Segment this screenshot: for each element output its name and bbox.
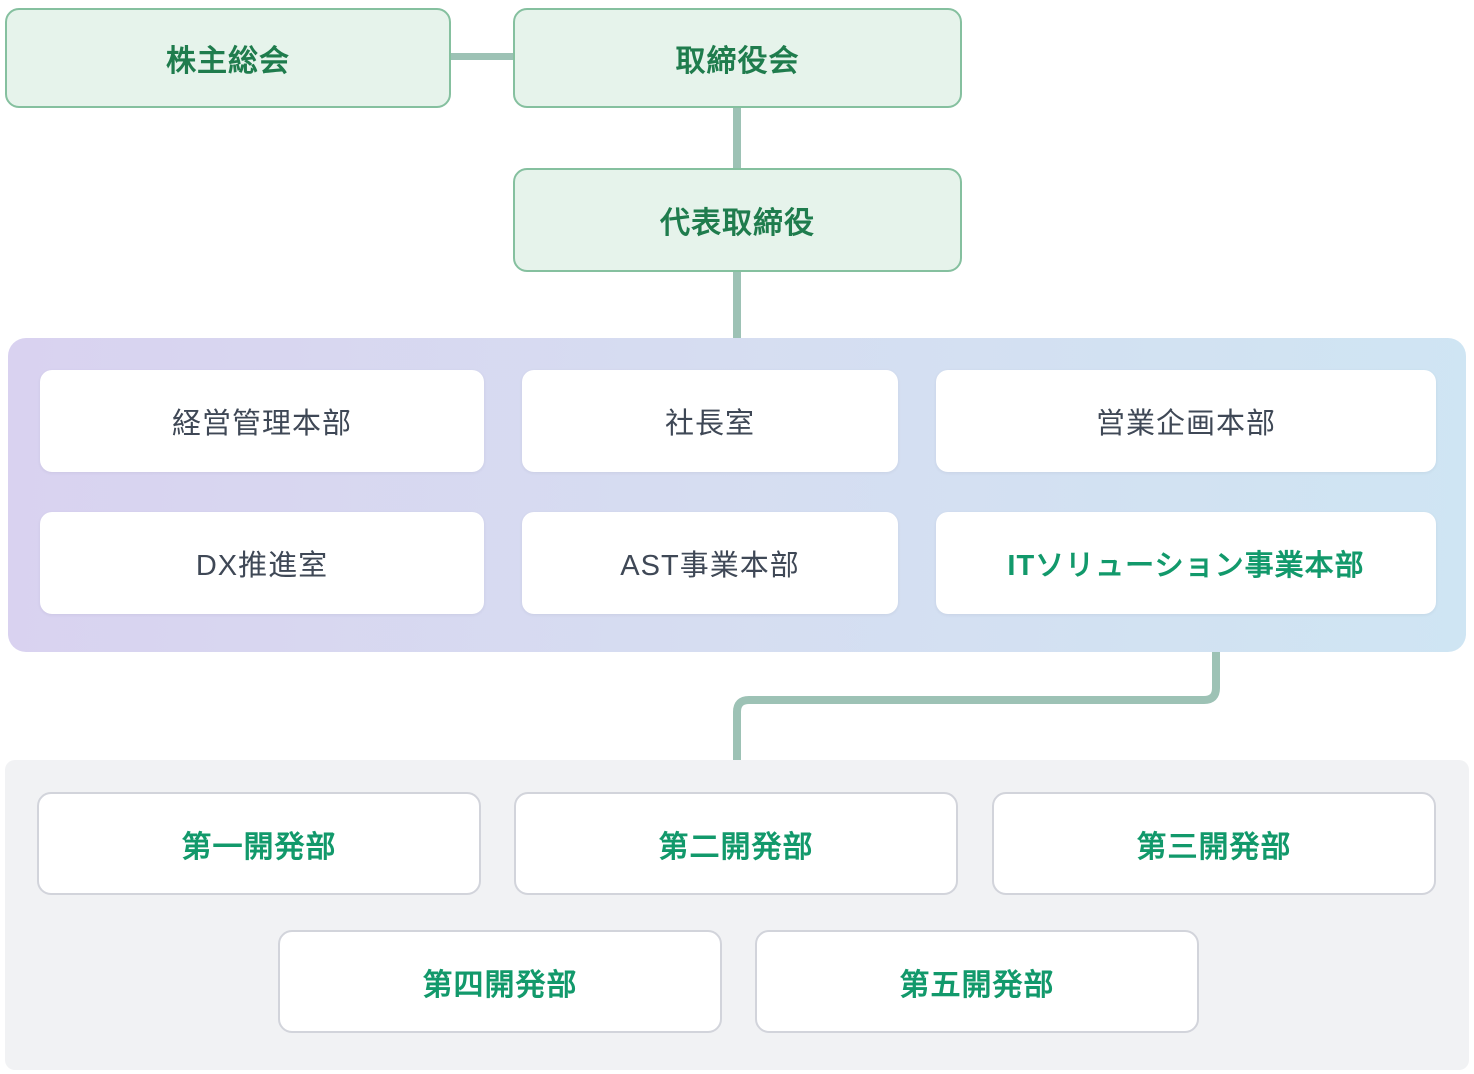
connector-ceo-divisions	[733, 270, 741, 340]
shareholders-meeting-box: 株主総会	[5, 8, 451, 108]
department-box-dev1: 第一開発部	[37, 792, 481, 895]
division-label: 社長室	[664, 408, 755, 440]
division-label: ITソリューション事業本部	[1007, 550, 1365, 582]
division-box-ast-business: AST事業本部	[522, 512, 898, 614]
department-label: 第四開発部	[422, 968, 578, 1002]
connector-board-ceo	[733, 106, 741, 170]
board-of-directors-box: 取締役会	[513, 8, 962, 108]
division-label: 経営管理本部	[171, 408, 352, 440]
representative-director-box: 代表取締役	[513, 168, 962, 272]
department-box-dev2: 第二開発部	[514, 792, 958, 895]
board-of-directors-label: 取締役会	[675, 45, 800, 78]
division-label: DX推進室	[195, 550, 329, 582]
representative-director-label: 代表取締役	[660, 207, 815, 240]
division-box-dx-promotion: DX推進室	[40, 512, 484, 614]
department-box-dev4: 第四開発部	[278, 930, 722, 1033]
division-box-president-office: 社長室	[522, 370, 898, 472]
department-box-dev3: 第三開発部	[992, 792, 1436, 895]
division-label: 営業企画本部	[1095, 408, 1276, 440]
department-box-dev5: 第五開発部	[755, 930, 1199, 1033]
division-box-sales-planning: 営業企画本部	[936, 370, 1436, 472]
department-label: 第五開発部	[899, 968, 1055, 1002]
department-label: 第三開発部	[1136, 830, 1292, 864]
division-box-it-solution: ITソリューション事業本部	[936, 512, 1436, 614]
division-label: AST事業本部	[620, 550, 800, 582]
department-label: 第一開発部	[181, 830, 337, 864]
division-box-management: 経営管理本部	[40, 370, 484, 472]
shareholders-meeting-label: 株主総会	[166, 45, 290, 78]
department-label: 第二開発部	[658, 830, 814, 864]
connector-shareholders-board	[451, 53, 513, 60]
